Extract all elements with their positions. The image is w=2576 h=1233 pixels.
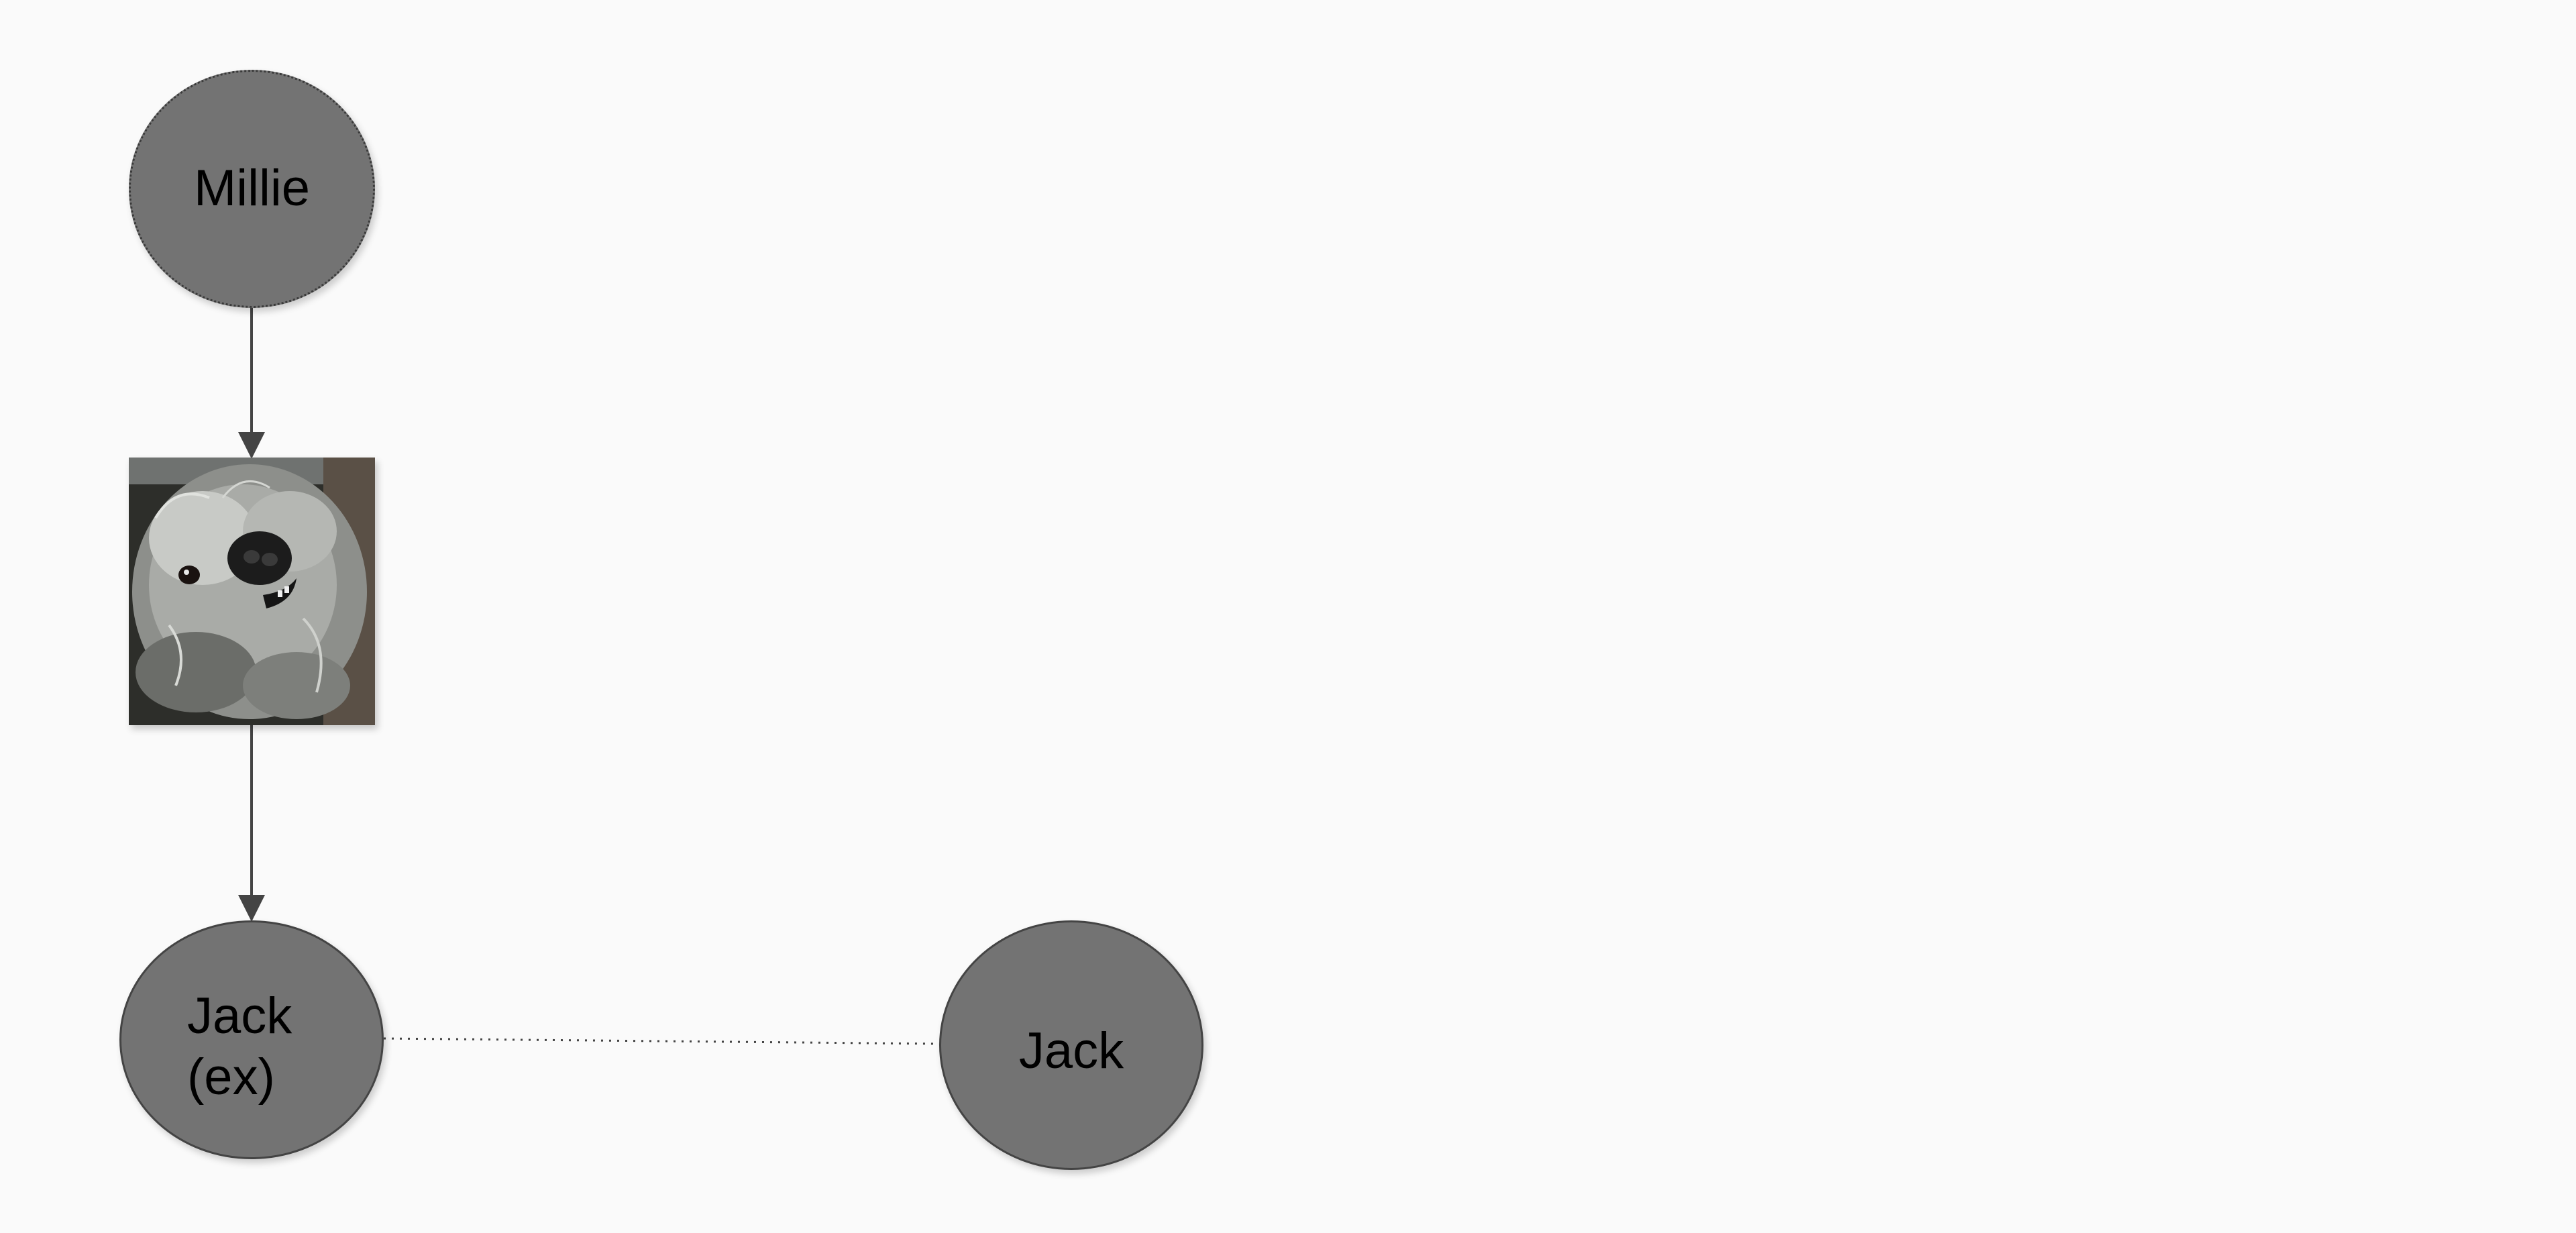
dog-photo-icon[interactable] bbox=[129, 458, 375, 725]
dog-photo-art bbox=[129, 458, 375, 725]
node-millie[interactable]: Millie bbox=[129, 70, 375, 308]
node-jack-ex[interactable]: Jack (ex) bbox=[119, 920, 384, 1159]
node-jack[interactable]: Jack bbox=[939, 920, 1203, 1170]
edge-jack-ex-to-jack bbox=[383, 1037, 940, 1045]
node-millie-label: Millie bbox=[193, 160, 311, 217]
node-jack-ex-label: Jack (ex) bbox=[187, 987, 292, 1106]
node-jack-label: Jack bbox=[1018, 1022, 1124, 1079]
